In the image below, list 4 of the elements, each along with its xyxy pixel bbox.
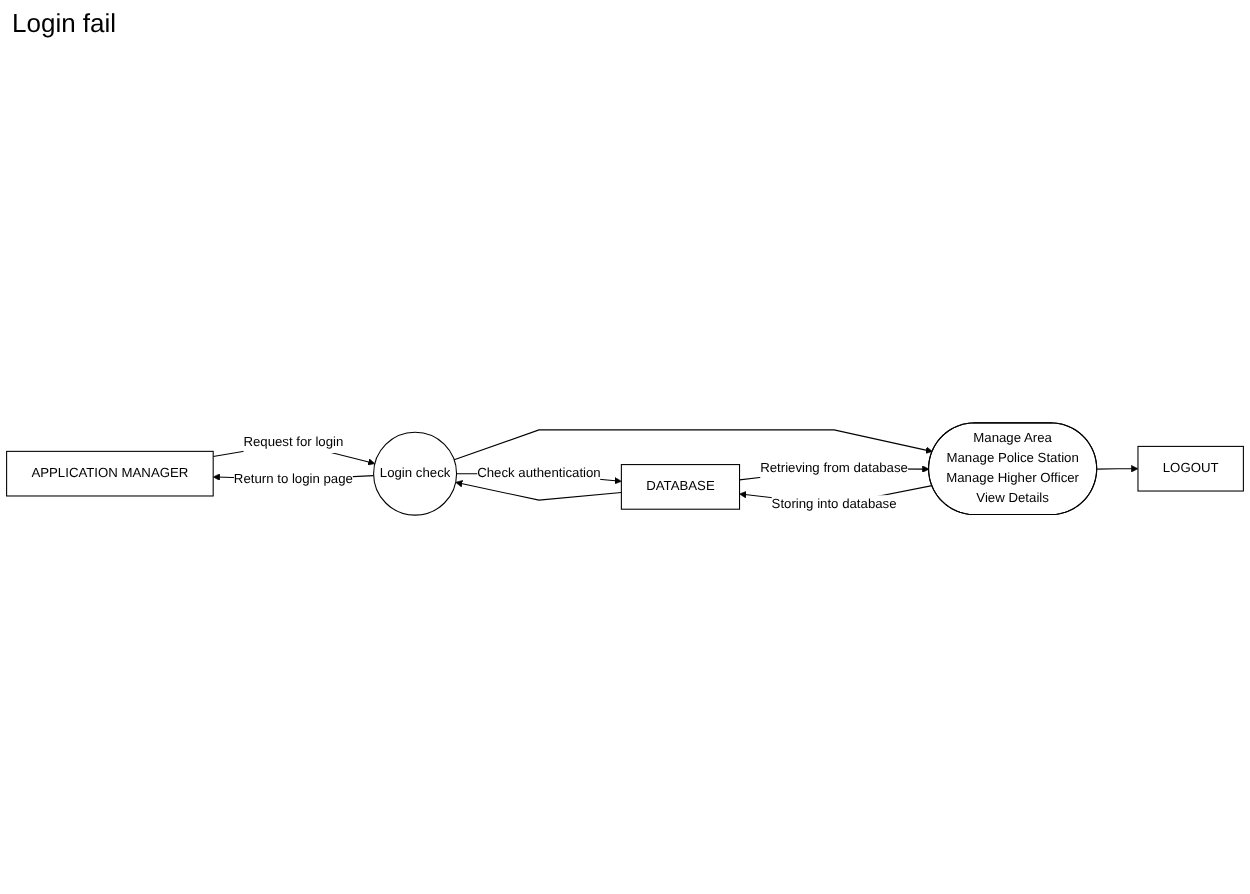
arrow [455, 480, 622, 501]
arrow [1096, 465, 1139, 473]
arrow [453, 429, 933, 461]
note-text: Login fail [12, 8, 117, 38]
